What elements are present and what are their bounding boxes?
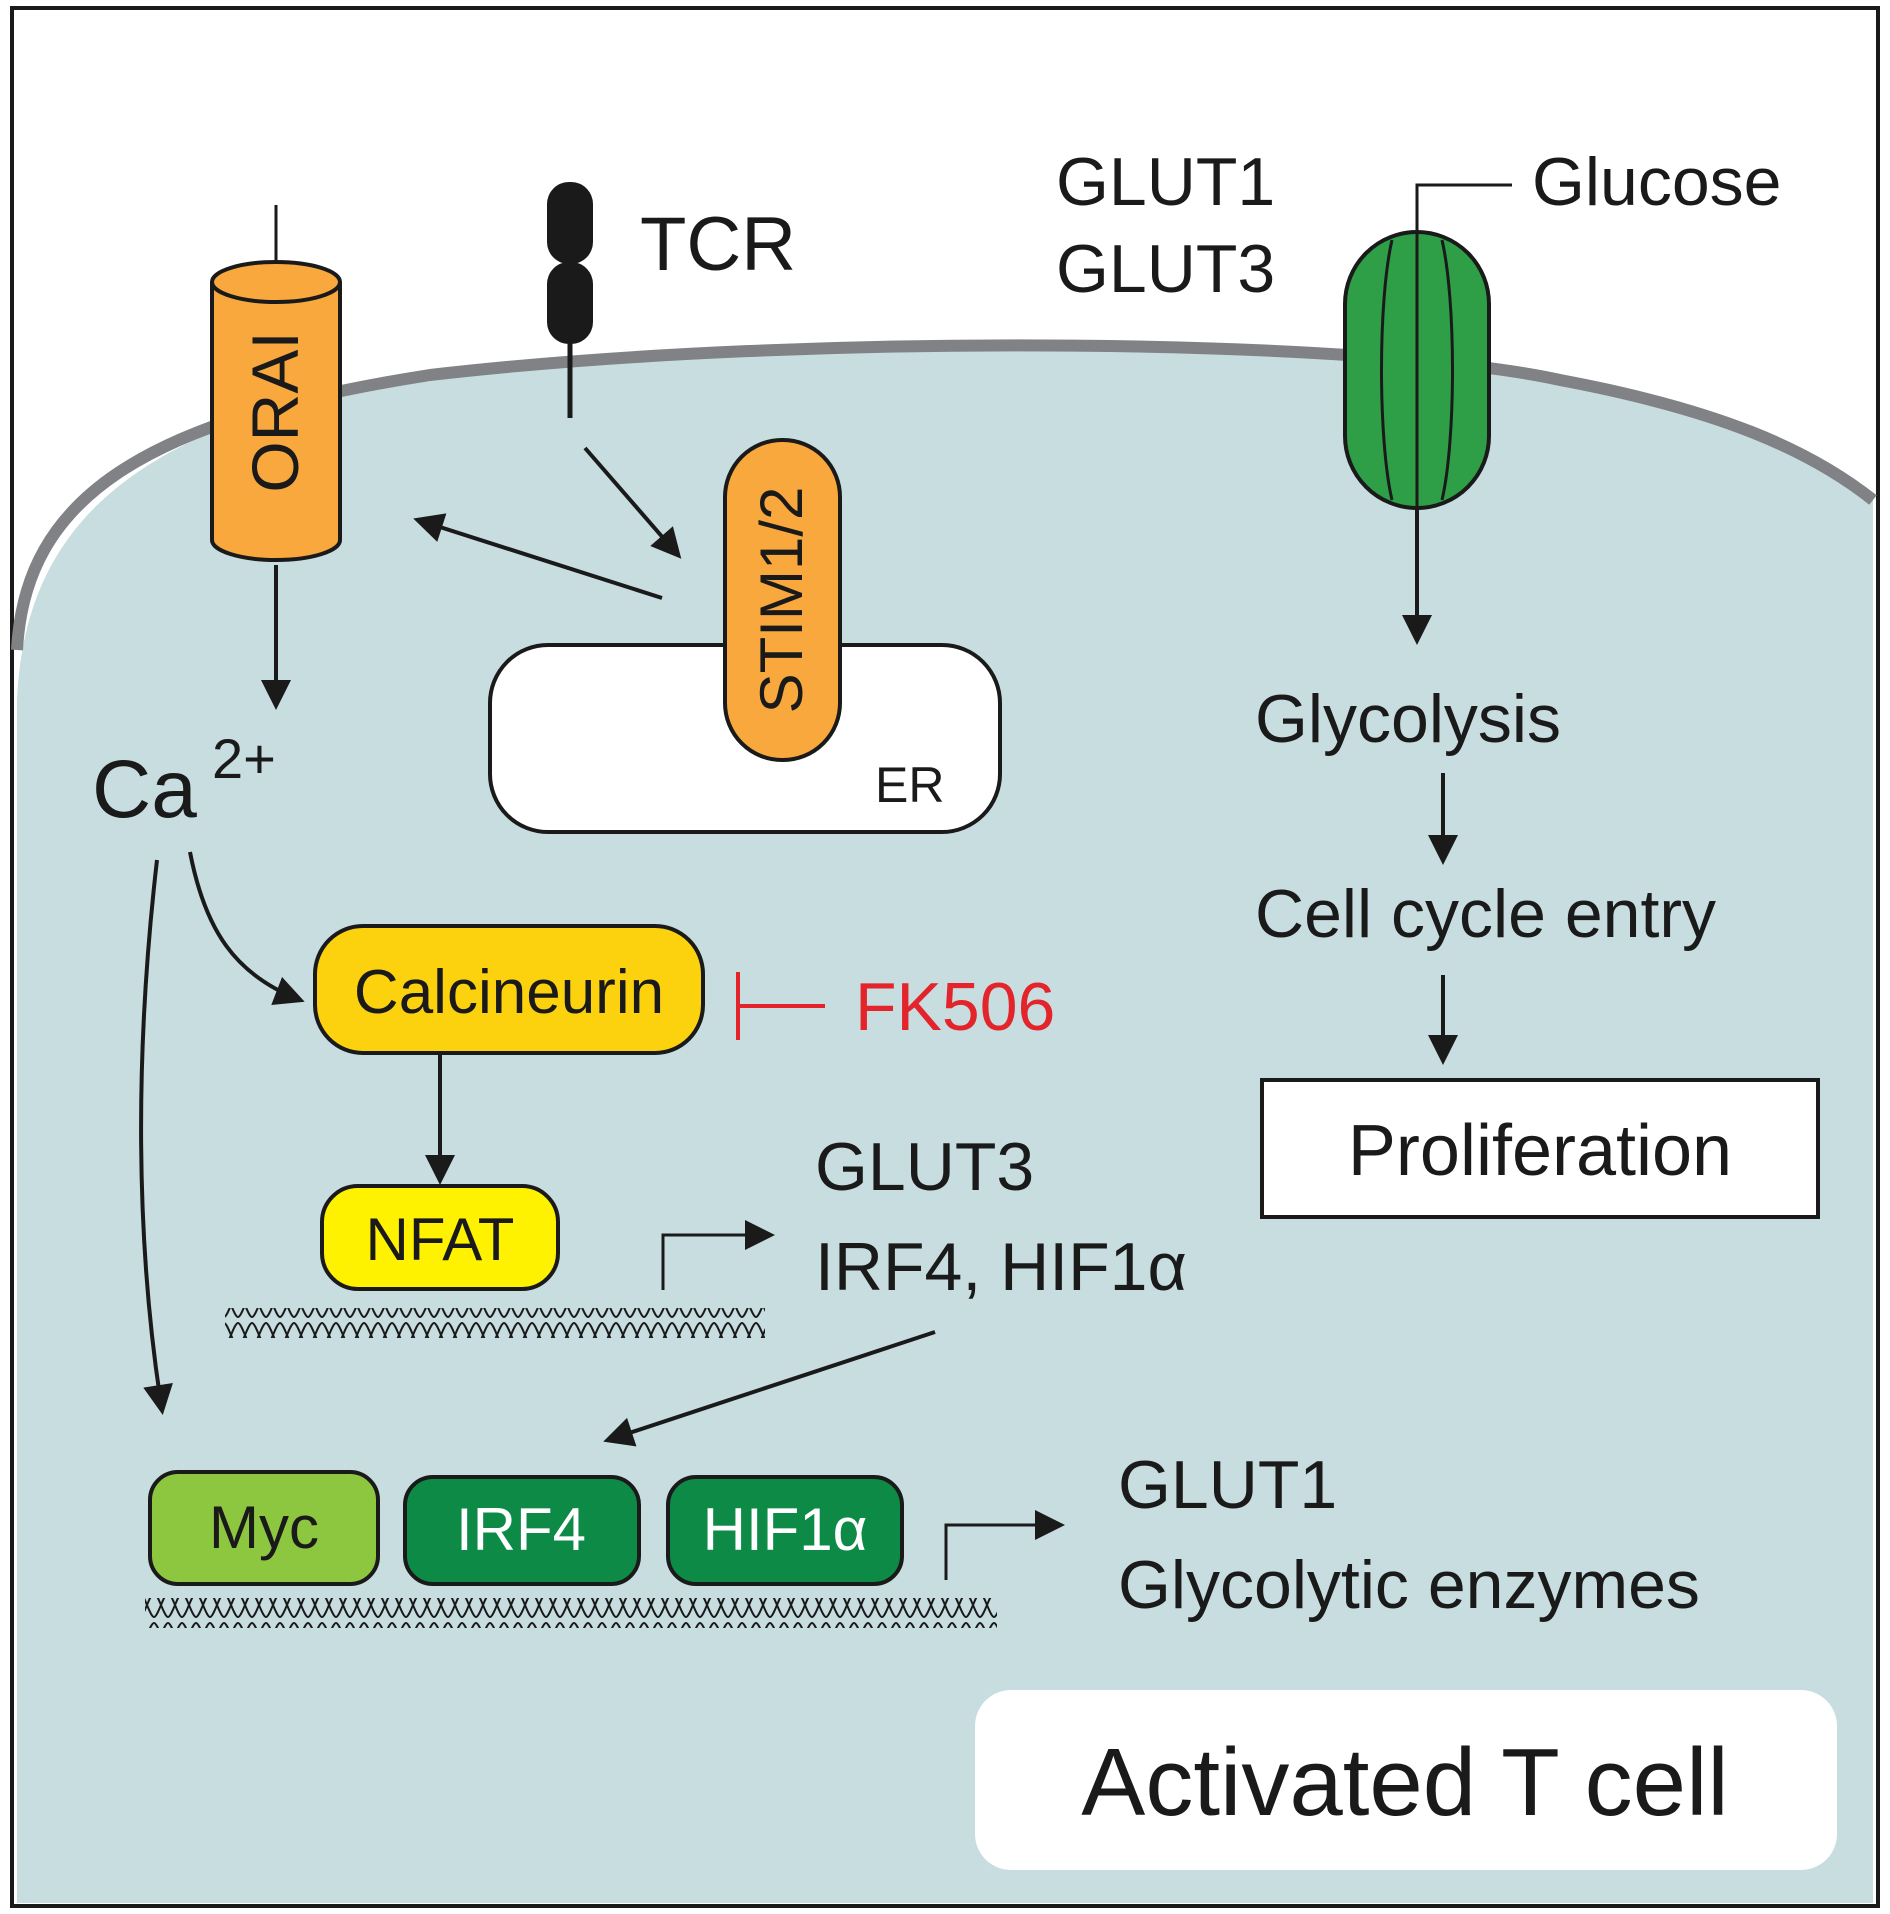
- dna-strand-1: [225, 1308, 765, 1338]
- nfat-label: NFAT: [366, 1206, 515, 1273]
- proliferation-box: [1260, 1078, 1820, 1219]
- hif1a-protein: [666, 1475, 904, 1586]
- calcineurin-label: Calcineurin: [354, 958, 664, 1027]
- fk506-label: FK506: [855, 969, 1055, 1045]
- calcium-charge: 2+: [212, 727, 276, 790]
- targets2-line2: Glycolytic enzymes: [1118, 1547, 1700, 1623]
- hif1a-label: HIF1α: [703, 1496, 868, 1563]
- transcription-start-2: [944, 1510, 1065, 1580]
- arrow-targets-irf4: [603, 1330, 936, 1447]
- cell-cycle-label: Cell cycle entry: [1255, 876, 1716, 952]
- arrow-ca-calcineurin: [188, 851, 305, 1006]
- glut3-top-label: GLUT3: [1056, 231, 1275, 307]
- er-label: ER: [875, 757, 944, 813]
- arrow-tcr-stim: [583, 446, 682, 559]
- glycolysis-label: Glycolysis: [1255, 681, 1561, 757]
- arrow-stim-orai: [413, 513, 663, 600]
- myc-protein: [148, 1470, 380, 1586]
- myc-label: Myc: [209, 1494, 319, 1561]
- orai-channel: [210, 205, 342, 562]
- cell-type-label: Activated T cell: [1081, 1729, 1728, 1836]
- cell-type-box: [975, 1690, 1837, 1870]
- calcium-label: Ca: [92, 744, 197, 835]
- irf4-protein: [403, 1475, 641, 1586]
- calcineurin-protein: [313, 924, 705, 1055]
- proliferation-label: Proliferation: [1348, 1111, 1732, 1191]
- orai-label: ORAI: [238, 331, 312, 492]
- stim-label: STIM1/2: [748, 487, 815, 714]
- glut1-top-label: GLUT1: [1056, 144, 1275, 220]
- cell-membrane: [11, 339, 1877, 651]
- arrow-ca-myc: [139, 859, 173, 1415]
- targets1-line2: IRF4, HIF1α: [815, 1229, 1187, 1305]
- glucose-label: Glucose: [1532, 144, 1781, 220]
- tcr-receptor: [547, 182, 593, 418]
- stim-protein: [723, 438, 842, 762]
- tcr-label: TCR: [640, 202, 796, 287]
- irf4-label: IRF4: [456, 1496, 586, 1563]
- pathway-arrows: [139, 446, 1458, 1447]
- transcription-start-1: [661, 1220, 775, 1290]
- targets1-line1: GLUT3: [815, 1129, 1034, 1205]
- glut-transporter: [1343, 183, 1512, 510]
- targets2-line1: GLUT1: [1118, 1447, 1337, 1523]
- nfat-protein: [320, 1184, 560, 1291]
- dna-strand-2: [145, 1598, 997, 1628]
